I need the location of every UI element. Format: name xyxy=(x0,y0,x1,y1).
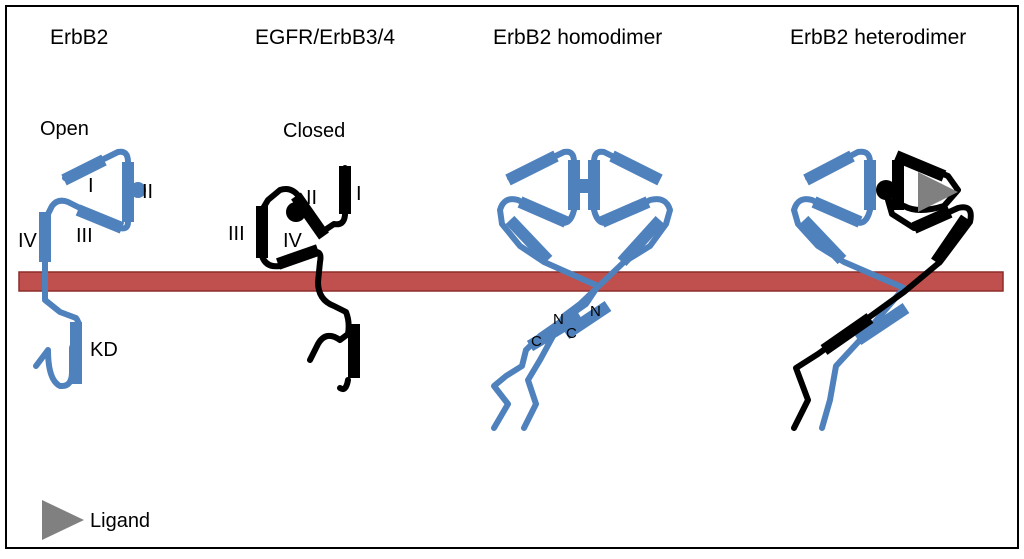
hetero-erbb2-domain-iv xyxy=(799,215,847,265)
homodimer-left-domain-i xyxy=(505,150,559,186)
egfr-domain-ii-block xyxy=(291,192,329,240)
hetero-partner-arm xyxy=(876,180,896,200)
label-erbb2-ii: II xyxy=(142,181,153,203)
label-egfr-i: I xyxy=(356,183,362,205)
label-homo-n1: N xyxy=(553,311,564,328)
label-kd: KD xyxy=(90,339,118,361)
egfr-closed-receptor xyxy=(256,165,360,392)
hetero-erbb2-kinase xyxy=(854,303,910,345)
hetero-erbb2-domain-iii xyxy=(811,196,863,228)
label-closed: Closed xyxy=(283,120,345,142)
hetero-partner-domain-iv xyxy=(931,214,971,266)
title-erbb2: ErbB2 xyxy=(50,26,108,49)
cell-membrane xyxy=(18,271,1004,292)
title-egfr: EGFR/ErbB3/4 xyxy=(255,26,395,49)
label-egfr-ii: II xyxy=(306,187,317,209)
label-erbb2-iv: IV xyxy=(18,230,38,252)
egfr-tethering-arm xyxy=(286,202,306,222)
label-egfr-iii: III xyxy=(228,223,245,245)
erbb2-open-receptor xyxy=(33,148,146,389)
homodimer-right-domain-iii xyxy=(599,196,651,228)
homodimer-right-kinase xyxy=(562,301,612,339)
egfr-domain-iv-block xyxy=(276,244,320,270)
title-homodimer: ErbB2 homodimer xyxy=(493,26,662,49)
hetero-partner-kinase xyxy=(820,313,874,355)
homodimer-left-domain-iv xyxy=(505,215,553,265)
label-homo-c1: C xyxy=(531,333,542,350)
erbb2-dimerization-arm xyxy=(130,182,146,198)
label-erbb2-i: I xyxy=(88,175,94,197)
hetero-partner-domain-iii xyxy=(911,206,953,234)
hetero-partner-domain-i xyxy=(893,150,947,182)
homodimer-left-domain-iii xyxy=(517,196,569,228)
hetero-bound-ligand xyxy=(918,172,958,212)
label-open: Open xyxy=(40,118,89,140)
diagram-frame xyxy=(5,5,1019,549)
title-heterodimer: ErbB2 heterodimer xyxy=(790,26,966,49)
label-egfr-iv: IV xyxy=(283,230,303,252)
label-homo-c2: C xyxy=(566,325,577,342)
homodimer-right-domain-i xyxy=(609,150,663,186)
homodimer-right-domain-iv xyxy=(617,215,665,267)
hetero-erbb2-domain-i xyxy=(803,150,855,186)
ligand-legend-label: Ligand xyxy=(90,510,150,532)
ligand-legend-icon xyxy=(42,500,84,540)
erbb2-homodimer xyxy=(491,148,673,431)
label-erbb2-iii: III xyxy=(76,225,93,247)
label-homo-n2: N xyxy=(590,303,601,320)
erbb2-heterodimer xyxy=(791,148,974,431)
erbb2-domain-iii-block xyxy=(75,204,125,234)
erbb2-domain-i-block xyxy=(61,154,107,186)
